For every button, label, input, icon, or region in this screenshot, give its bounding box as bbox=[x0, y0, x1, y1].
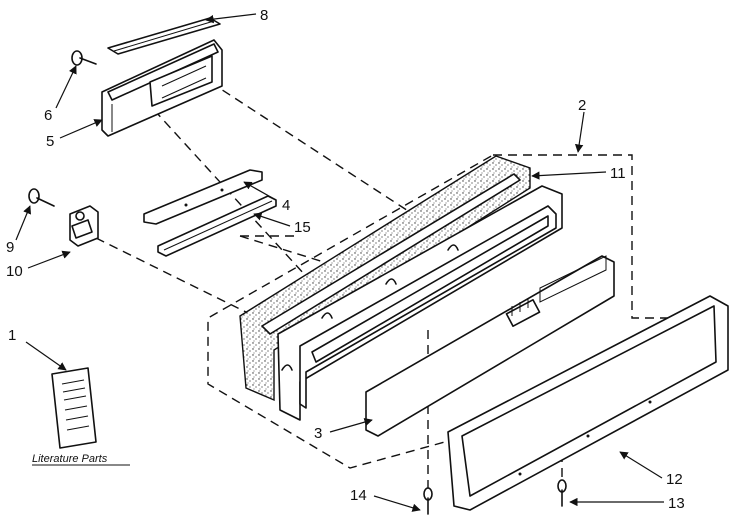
part-9-screw bbox=[28, 188, 55, 207]
part-2-console-panel bbox=[277, 185, 563, 421]
callout-6: 6 bbox=[44, 107, 52, 124]
callout-9: 9 bbox=[6, 239, 14, 256]
callout-14: 14 bbox=[350, 487, 367, 504]
callout-13: 13 bbox=[668, 495, 685, 512]
part-1-literature-booklet bbox=[51, 367, 97, 449]
callout-15: 15 bbox=[294, 219, 311, 236]
part-4-plate bbox=[143, 169, 263, 225]
part-13-screw bbox=[557, 479, 567, 507]
part-8-strip bbox=[107, 17, 221, 55]
callout-5: 5 bbox=[46, 133, 54, 150]
callout-3: 3 bbox=[314, 425, 322, 442]
callout-11: 11 bbox=[610, 165, 626, 182]
part-14-screw bbox=[423, 487, 433, 515]
part-6-screw bbox=[71, 50, 97, 66]
part-12-console-trim bbox=[447, 295, 729, 511]
part-10-latch bbox=[69, 205, 99, 247]
literature-parts-caption: Literature Parts bbox=[32, 453, 108, 465]
callout-4: 4 bbox=[282, 197, 290, 214]
leader-lines bbox=[15, 13, 664, 512]
callout-2: 2 bbox=[578, 97, 586, 114]
part-5-bracket bbox=[101, 39, 223, 137]
callout-8: 8 bbox=[260, 7, 268, 24]
callout-10: 10 bbox=[6, 263, 23, 280]
part-3-control-panel bbox=[365, 255, 615, 437]
callout-12: 12 bbox=[666, 471, 683, 488]
callout-1: 1 bbox=[8, 327, 16, 344]
